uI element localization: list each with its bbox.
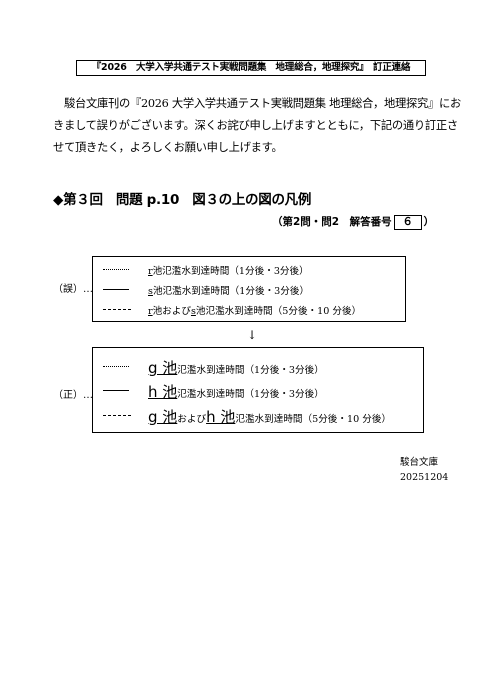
legend-text: および	[177, 414, 207, 425]
legend-text: 氾濫水到達時間（1分後・3分後）	[177, 365, 324, 376]
down-arrow-icon: ↓	[247, 328, 258, 342]
question-reference-suffix: ）	[423, 216, 435, 228]
publisher-name: 駿台文庫	[400, 457, 439, 468]
legend-text: 池および	[152, 306, 191, 317]
legend-text: 池氾濫水到達時間（1分後・3分後）	[152, 266, 309, 277]
solid-line-symbol	[103, 390, 129, 391]
pond-s-label: s	[148, 286, 153, 297]
legend-text: 池氾濫水到達時間（5分後・10 分後）	[195, 306, 362, 317]
solid-line-symbol	[103, 289, 129, 290]
dotted-line-symbol	[103, 269, 129, 270]
notice-title: 『2026 大学入学共通テスト実戦問題集 地理総合，地理探究』 訂正連絡	[76, 60, 426, 76]
dotted-line-symbol	[103, 366, 129, 367]
correct-legend-box: g 池氾濫水到達時間（1分後・3分後） h 池氾濫水到達時間（1分後・3分後） …	[92, 347, 424, 433]
dashed-line-symbol	[103, 309, 131, 310]
answer-number-box: ６	[393, 215, 422, 230]
correct-label: （正）…	[53, 390, 93, 401]
intro-paragraph: 駿台文庫刊の『2026 大学入学共通テスト実戦問題集 地理総合，地理探究』におき…	[53, 97, 462, 154]
legend-text: 氾濫水到達時間（1分後・3分後）	[177, 389, 324, 400]
issue-date: 20251204	[400, 472, 449, 483]
wrong-label: （誤）…	[53, 284, 93, 295]
pond-s-label: s	[190, 306, 196, 317]
legend-text: 氾濫水到達時間（5分後・10 分後）	[235, 414, 392, 425]
legend-text: 池氾濫水到達時間（1分後・3分後）	[152, 286, 310, 297]
wrong-legend-box: r池氾濫水到達時間（1分後・3分後） s池氾濫水到達時間（1分後・3分後） r池…	[92, 256, 406, 322]
pond-r-label: r	[148, 266, 153, 277]
question-reference-prefix: （第2問・問2 解答番号	[272, 216, 392, 228]
pond-g-label: g 池	[148, 408, 178, 426]
pond-h-label: h 池	[148, 383, 178, 401]
pond-h-label: h 池	[206, 408, 236, 426]
dashed-line-symbol	[103, 415, 131, 416]
pond-r-label: r	[148, 306, 153, 317]
section-heading: ◆第３回 問題 p.10 図３の上の図の凡例	[53, 192, 312, 208]
pond-g-label: g 池	[148, 359, 178, 377]
